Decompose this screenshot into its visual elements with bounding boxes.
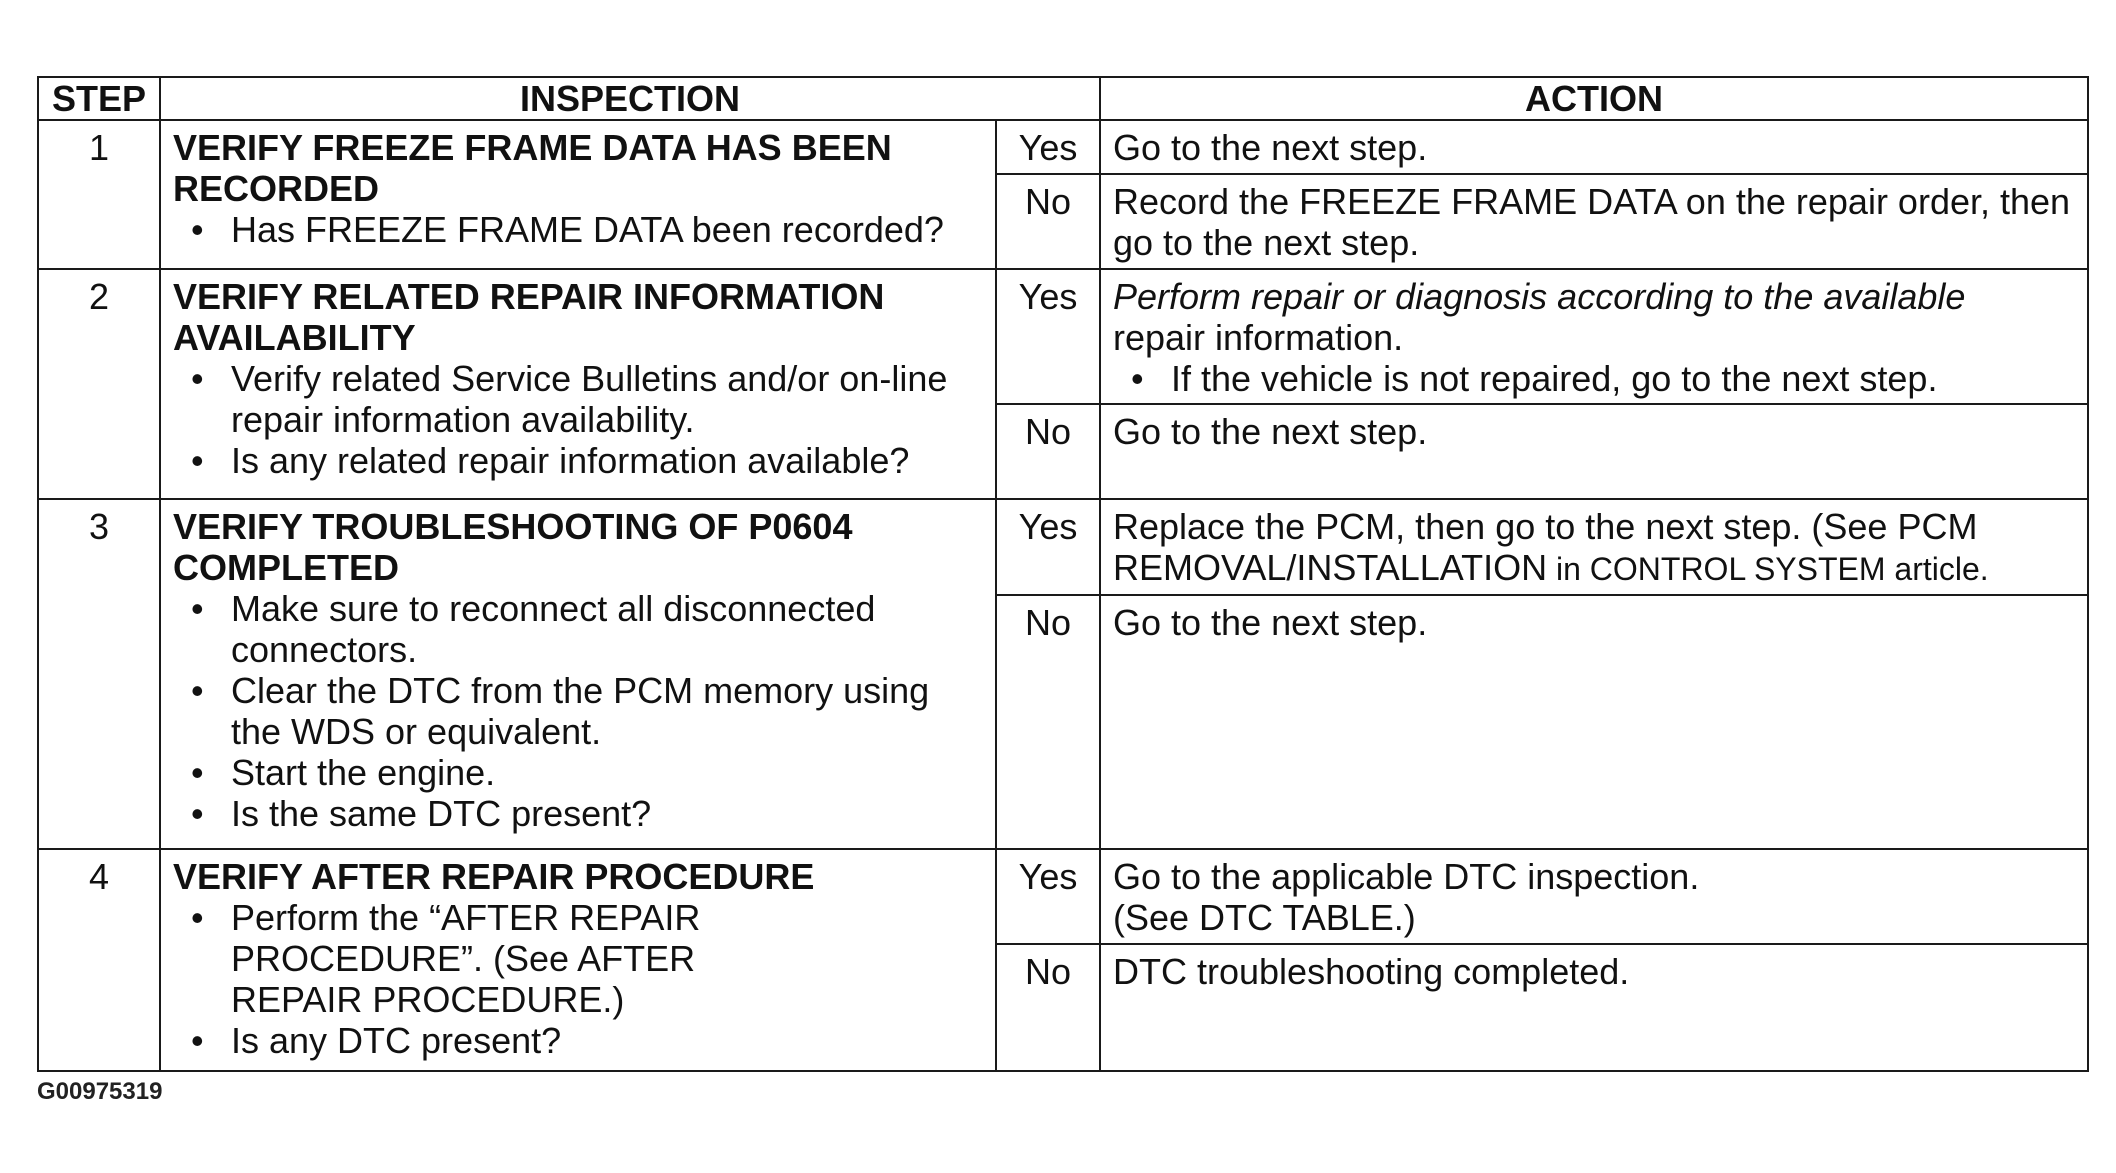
yes-action-cell: Replace the PCM, then go to the next ste… bbox=[1099, 498, 2089, 596]
no-label: No bbox=[995, 173, 1101, 270]
inspection-bullets: Has FREEZE FRAME DATA been recorded? bbox=[173, 209, 983, 250]
inspection-bullet: Has FREEZE FRAME DATA been recorded? bbox=[191, 209, 983, 250]
inspection-cell: VERIFY FREEZE FRAME DATA HAS BEEN RECORD… bbox=[159, 119, 997, 270]
yes-action: Replace the PCM, then go to the next ste… bbox=[1113, 506, 1978, 547]
yes-action: Perform repair or diagnosis according to… bbox=[1113, 276, 1966, 317]
table-row: 4 VERIFY AFTER REPAIR PROCEDURE Perform … bbox=[37, 848, 2089, 1072]
inspection-title: VERIFY FREEZE FRAME DATA HAS BEEN RECORD… bbox=[173, 127, 892, 209]
table-row: No Go to the next step. bbox=[38, 594, 2089, 850]
yes-action-cell: Go to the applicable DTC inspection. (Se… bbox=[1099, 848, 2089, 945]
yes-action: Go to the next step. bbox=[1099, 119, 2089, 175]
yes-action-cont: REMOVAL/INSTALLATION bbox=[1113, 547, 1548, 588]
yes-action-cont-line: REMOVAL/INSTALLATION in CONTROL SYSTEM a… bbox=[1113, 547, 2075, 590]
no-action: Go to the next step. bbox=[1099, 594, 2089, 850]
yes-action-cell: Perform repair or diagnosis according to… bbox=[1099, 268, 2089, 405]
table-row: No Record the FREEZE FRAME DATA on the r… bbox=[38, 173, 2089, 270]
no-label: No bbox=[995, 594, 1101, 850]
inspection-bullets: Verify related Service Bulletins and/or … bbox=[173, 358, 983, 481]
step-number: 3 bbox=[37, 498, 161, 850]
table-row: 3 VERIFY TROUBLESHOOTING OF P0604 COMPLE… bbox=[37, 498, 2089, 850]
yes-label: Yes bbox=[995, 119, 1101, 175]
inspection-bullet: Make sure to reconnect all disconnected … bbox=[191, 588, 983, 670]
yes-label: Yes bbox=[995, 498, 1101, 596]
inspection-bullets: Perform the “AFTER REPAIR PROCEDURE”. (S… bbox=[173, 897, 983, 1061]
no-action: Go to the next step. bbox=[1099, 403, 2089, 500]
step-number: 1 bbox=[37, 119, 161, 270]
table-row: 2 VERIFY RELATED REPAIR INFORMATION AVAI… bbox=[37, 268, 2089, 500]
no-action: Record the FREEZE FRAME DATA on the repa… bbox=[1099, 173, 2089, 270]
inspection-cell: VERIFY RELATED REPAIR INFORMATION AVAILA… bbox=[159, 268, 997, 500]
table-row: No DTC troubleshooting completed. bbox=[38, 943, 2089, 1072]
no-label: No bbox=[995, 943, 1101, 1072]
no-action: DTC troubleshooting completed. bbox=[1099, 943, 2089, 1072]
action-bullet: If the vehicle is not repaired, go to th… bbox=[1131, 358, 2075, 399]
inspection-bullet: Verify related Service Bulletins and/or … bbox=[191, 358, 983, 440]
inspection-cell: VERIFY TROUBLESHOOTING OF P0604 COMPLETE… bbox=[159, 498, 997, 850]
inspection-bullet: Is any related repair information availa… bbox=[191, 440, 983, 481]
yes-action-cont: repair information. bbox=[1113, 317, 1404, 358]
header-inspection: INSPECTION bbox=[159, 76, 1101, 121]
yes-action: Go to the applicable DTC inspection. bbox=[1113, 856, 1700, 897]
inspection-bullets: Make sure to reconnect all disconnected … bbox=[173, 588, 983, 834]
table-row: 1 VERIFY FREEZE FRAME DATA HAS BEEN RECO… bbox=[37, 119, 2089, 270]
inspection-bullet: Start the engine. bbox=[191, 752, 983, 793]
inspection-bullet: Clear the DTC from the PCM memory using … bbox=[191, 670, 983, 752]
action-bullets: If the vehicle is not repaired, go to th… bbox=[1113, 358, 2075, 399]
inspection-title: VERIFY RELATED REPAIR INFORMATION AVAILA… bbox=[173, 276, 885, 358]
inspection-title: VERIFY AFTER REPAIR PROCEDURE bbox=[173, 856, 815, 897]
figure-code: G00975319 bbox=[37, 1078, 163, 1105]
no-label: No bbox=[995, 403, 1101, 500]
header-step: STEP bbox=[37, 76, 161, 121]
inspection-bullet: Is the same DTC present? bbox=[191, 793, 983, 834]
inspection-table: STEP INSPECTION ACTION 1 VERIFY FREEZE F… bbox=[37, 76, 2089, 1072]
header-row: STEP INSPECTION ACTION bbox=[37, 76, 2089, 121]
yes-action-tail: in CONTROL SYSTEM article. bbox=[1547, 551, 1989, 587]
inspection-bullet: Is any DTC present? bbox=[191, 1020, 983, 1061]
yes-action-cont: (See DTC TABLE.) bbox=[1113, 897, 1416, 938]
yes-label: Yes bbox=[995, 268, 1101, 405]
inspection-cell: VERIFY AFTER REPAIR PROCEDURE Perform th… bbox=[159, 848, 997, 1072]
inspection-title: VERIFY TROUBLESHOOTING OF P0604 COMPLETE… bbox=[173, 506, 853, 588]
header-action: ACTION bbox=[1099, 76, 2089, 121]
step-number: 4 bbox=[37, 848, 161, 1072]
table-row: No Go to the next step. bbox=[38, 403, 2089, 500]
step-number: 2 bbox=[37, 268, 161, 500]
yes-label: Yes bbox=[995, 848, 1101, 945]
inspection-bullet: Perform the “AFTER REPAIR PROCEDURE”. (S… bbox=[191, 897, 983, 1020]
